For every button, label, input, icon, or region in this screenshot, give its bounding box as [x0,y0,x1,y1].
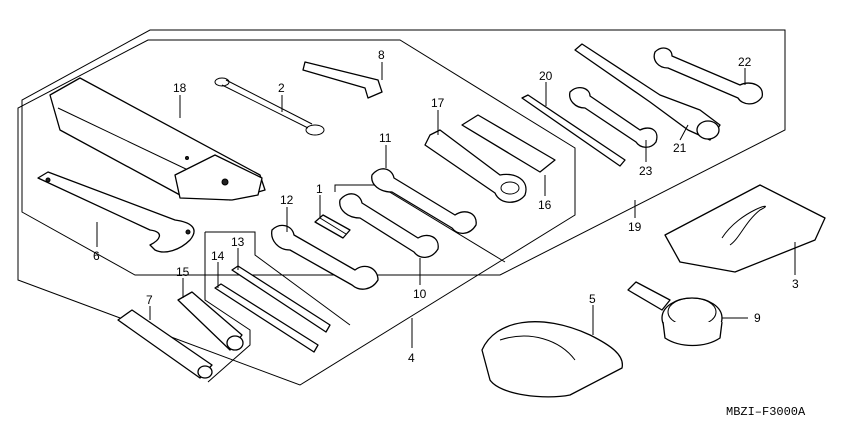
callout-3: 3 [792,277,799,291]
group-4-outline [17,39,576,386]
screwdriver-shaft-part-14 [214,283,319,353]
callout-22: 22 [738,55,752,69]
callout-16: 16 [538,198,552,212]
callouts: 18 2 8 1 11 12 10 13 14 15 7 6 17 16 20 … [93,48,799,365]
handle-grip-part-16 [461,114,556,173]
callout-6: 6 [93,249,100,263]
callout-18: 18 [173,81,187,95]
group-13-14-outline [204,232,251,383]
callout-10: 10 [413,287,427,301]
hex-key-part-8 [302,61,383,99]
callout-13: 13 [231,235,245,249]
diagram-code: MBZI–F3000A [726,405,806,419]
wrench-part-11 [371,168,477,234]
spanner-part-6 [37,171,195,253]
callout-15: 15 [176,265,190,279]
callout-21: 21 [673,141,687,155]
cable-part-2 [214,77,325,136]
group-13-box [205,231,351,326]
callout-9: 9 [754,311,761,325]
callout-4: 4 [408,351,415,365]
ring-wrench-part-17 [424,129,527,203]
screwdriver-handle-part-1 [314,214,351,239]
screwdriver-shaft-part-13 [231,265,331,333]
callout-12: 12 [280,193,294,207]
tool-bag-part-18 [49,77,266,201]
offset-wrench-part-22 [653,47,763,105]
callout-23: 23 [639,164,653,178]
callout-17: 17 [431,96,445,110]
pressure-gauge-part-9 [627,281,723,347]
callout-8: 8 [378,48,385,62]
callout-19: 19 [628,220,642,234]
callout-7: 7 [146,293,153,307]
cloth-part-5 [481,321,623,398]
group-19-outline [21,29,786,276]
callout-5: 5 [589,292,596,306]
callout-1: 1 [316,182,323,196]
wrench-part-10 [339,193,439,258]
wrench-part-23 [569,86,658,148]
callout-14: 14 [211,249,225,263]
pouch-part-3 [664,184,826,273]
extension-bar-part-7 [117,309,213,379]
group-10-11-outline [334,184,506,263]
screwdriver-part-20 [521,94,626,167]
callout-2: 2 [278,81,285,95]
callout-11: 11 [379,131,392,145]
wrench-part-12 [271,224,379,290]
socket-part-15 [177,291,244,351]
callout-20: 20 [539,69,553,83]
leader-lines [96,62,796,348]
socket-wrench-part-21 [574,43,721,141]
